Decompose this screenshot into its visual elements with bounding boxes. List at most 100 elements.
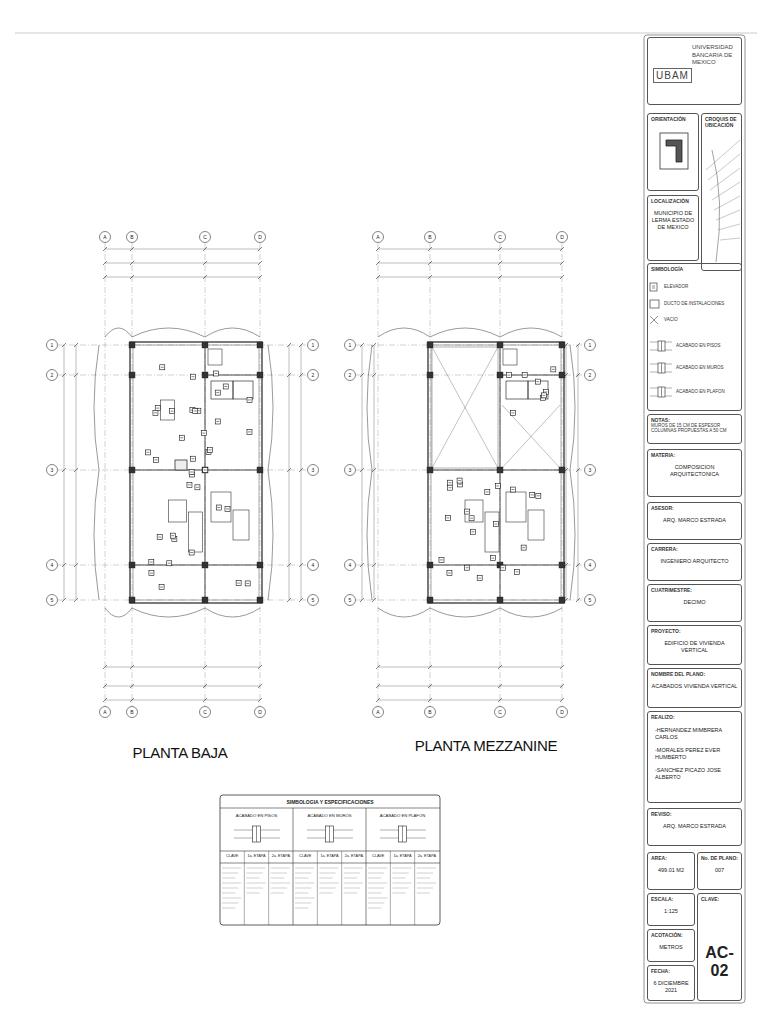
finish-callout	[448, 482, 451, 483]
cell-value: -SANCHEZ PICAZO JOSE ALBERTO	[655, 767, 738, 780]
cell-heading: FECHA:	[651, 968, 691, 974]
spec-cell-text	[344, 888, 360, 889]
spec-cell-text	[344, 878, 357, 879]
axis-bubble	[585, 370, 596, 381]
finish-callout	[167, 561, 172, 566]
structural-column	[129, 562, 135, 568]
spec-cell-text	[417, 873, 433, 874]
dimension-tick	[74, 598, 78, 602]
elevator-symbol	[650, 283, 657, 291]
cell-value: 6 DICIEMBRE 2021	[651, 980, 691, 994]
room-wall	[169, 500, 187, 522]
finish-callout	[248, 431, 251, 432]
finish-callout	[471, 531, 474, 532]
spec-table	[390, 851, 391, 925]
spec-table	[220, 863, 440, 864]
finish-callout	[516, 571, 519, 572]
axis-bubble	[47, 465, 58, 476]
dimension-tick	[360, 468, 364, 472]
dimension-line	[378, 263, 562, 264]
dimension-line	[105, 249, 260, 250]
structural-column	[202, 372, 208, 378]
finish-callout	[215, 390, 220, 395]
dimension-tick	[258, 247, 262, 251]
axis-bubble	[495, 232, 506, 243]
finish-callout	[216, 392, 219, 393]
cell-value: ARQ. MARCO ESTRADA	[651, 823, 738, 830]
spec-symbol	[256, 826, 257, 842]
axis-label: A	[103, 235, 106, 240]
finish-callout	[247, 429, 252, 434]
finish-callout	[507, 375, 510, 376]
spec-cell-text	[222, 888, 238, 889]
finish-callout	[157, 535, 162, 540]
axis-bubble	[255, 232, 266, 243]
cell-value: EDIFICIO DE VIVIENDA VERTICAL	[651, 640, 738, 654]
table-column-head: 1a. ETAPA	[393, 855, 411, 859]
cell-heading: REVISO:	[651, 811, 738, 817]
finish-callout	[145, 450, 150, 455]
facade-curve	[367, 328, 575, 617]
spec-cell-text	[295, 893, 308, 894]
finish-callout	[490, 556, 495, 561]
dimension-tick	[498, 261, 502, 265]
spec-cell-text	[222, 883, 241, 884]
axis-label: A	[376, 710, 379, 715]
dimension-line	[64, 345, 65, 600]
axis-label: 5	[312, 598, 315, 603]
dimension-tick	[258, 665, 262, 669]
dimension-tick	[560, 665, 564, 669]
spec-cell-text	[392, 873, 408, 874]
spec-cell-text	[222, 868, 241, 869]
dimension-tick	[376, 261, 380, 265]
title-block-cell: CLAVE:AC-02	[697, 893, 742, 1001]
cell-value: METROS	[651, 944, 691, 951]
legend-text: ACABADO EN MUROS	[676, 366, 724, 371]
legend-text: ACABADO EN PISOS	[676, 344, 721, 349]
title-block-cell: No. DE PLANO:007	[697, 852, 742, 890]
cell-heading: CARRERA:	[651, 546, 738, 552]
spec-symbol	[329, 826, 330, 842]
spec-cell-text	[271, 888, 287, 889]
dimension-tick	[498, 247, 502, 251]
finish-callout	[209, 449, 212, 450]
finish-callout	[216, 421, 219, 422]
cell-heading: LOCALIZACIÓN	[651, 198, 695, 204]
grid-axis	[260, 243, 261, 706]
spec-cell-text	[392, 893, 405, 894]
dimension-tick	[360, 598, 364, 602]
structural-column	[427, 562, 433, 568]
grid-axis	[205, 243, 206, 706]
spec-cell-text	[246, 868, 265, 869]
spec-cell-text	[417, 868, 436, 869]
axis-bubble	[308, 560, 319, 571]
finish-callout	[521, 545, 526, 550]
finish-callout	[236, 581, 241, 586]
finish-callout	[494, 524, 497, 525]
finish-callout	[189, 550, 194, 555]
finish-callout	[191, 376, 194, 377]
dimension-tick	[372, 563, 376, 567]
spec-cell-text	[368, 903, 384, 904]
finish-callout	[215, 373, 218, 374]
axis-bubble	[373, 707, 384, 718]
spec-cell-text	[319, 868, 338, 869]
dimension-tick	[203, 247, 207, 251]
dimension-tick	[103, 247, 107, 251]
spec-cell-text	[295, 903, 311, 904]
finish-callout	[245, 581, 250, 586]
spec-cell-text	[271, 873, 287, 874]
finish-callout	[465, 509, 470, 514]
dimension-tick	[103, 261, 107, 265]
cell-heading: AREA:	[651, 855, 691, 861]
finish-callout	[506, 373, 511, 378]
spec-cell-text	[271, 883, 290, 884]
finish-callout	[150, 562, 153, 563]
finish-callout	[522, 547, 525, 548]
spec-cell-text	[246, 873, 262, 874]
dimension-tick	[299, 373, 303, 377]
finish-callout	[536, 381, 539, 382]
dimension-tick	[428, 247, 432, 251]
table-column-head: 2a. ETAPA	[418, 855, 436, 859]
spec-symbol	[399, 826, 407, 842]
